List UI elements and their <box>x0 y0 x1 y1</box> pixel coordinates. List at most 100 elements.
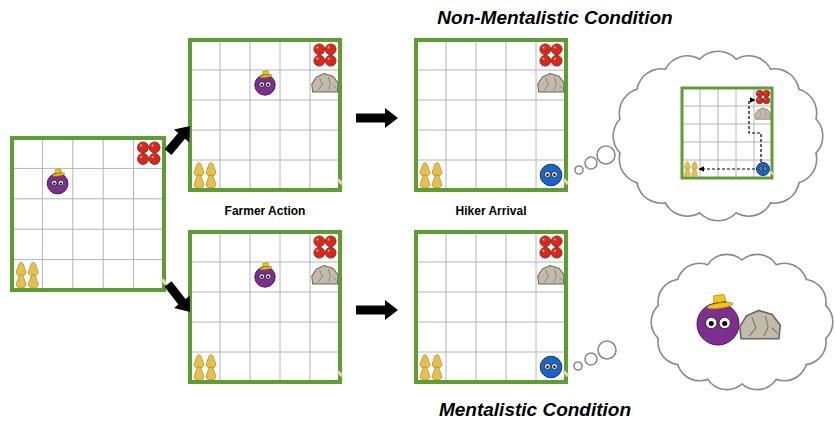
entrance-mark <box>338 180 342 185</box>
grid-line <box>190 322 340 323</box>
rock <box>312 74 338 93</box>
pear <box>432 355 442 368</box>
pear <box>206 355 216 368</box>
entrance-mark <box>564 372 568 377</box>
cloud-outline <box>768 89 816 137</box>
grid-line <box>416 100 566 101</box>
tomato-highlight <box>542 250 544 252</box>
grid-line <box>416 130 566 131</box>
pupil <box>760 168 762 170</box>
hiker-body <box>757 163 770 176</box>
tomato <box>763 97 769 103</box>
condition-heading: Non-Mentalistic Condition <box>437 7 672 29</box>
cloud-fill <box>781 280 825 324</box>
grid-line <box>416 262 566 263</box>
tomato-icon <box>314 236 336 258</box>
grid-border <box>190 40 340 190</box>
pupil <box>709 321 714 326</box>
thought-bubble <box>575 166 583 174</box>
eye <box>58 180 64 186</box>
grid-world-hiker-arrival <box>416 40 568 190</box>
rock-icon <box>740 310 781 338</box>
tomato <box>551 55 562 66</box>
tomato <box>149 154 160 165</box>
planned-path <box>699 168 755 169</box>
tomato <box>540 236 551 247</box>
cloud-outline <box>781 280 825 324</box>
grid-line <box>72 138 73 290</box>
pear-icon <box>194 163 216 188</box>
thought-cloud <box>574 255 832 389</box>
farmer-body <box>47 173 68 194</box>
grid-ground <box>12 138 164 290</box>
eye <box>706 317 717 328</box>
tomato <box>325 55 336 66</box>
grid-line <box>506 232 507 382</box>
eye <box>552 172 558 178</box>
grid-ground <box>416 40 566 190</box>
tomato-highlight <box>765 99 766 100</box>
pear <box>692 169 698 177</box>
tomato <box>325 44 336 55</box>
pear <box>206 367 216 380</box>
grid-line <box>12 198 164 199</box>
grid-line <box>682 160 772 161</box>
grid-line <box>536 232 537 382</box>
grid-ground <box>416 232 566 382</box>
grid-line <box>476 40 477 190</box>
grid-line <box>190 262 340 263</box>
grid-line <box>250 40 251 190</box>
tomato-highlight <box>554 238 556 240</box>
thought-bubble <box>585 157 597 169</box>
pear <box>420 175 430 188</box>
tomato <box>138 142 149 153</box>
eye <box>266 274 272 280</box>
rock-icon <box>312 74 338 93</box>
entrance-mark <box>338 372 342 377</box>
hiker-body <box>540 164 562 186</box>
eye <box>759 167 762 170</box>
tomato <box>314 236 325 247</box>
tomato <box>756 90 762 96</box>
hat-brim <box>707 301 734 310</box>
rock-crease <box>759 110 770 118</box>
pear <box>432 175 442 188</box>
pear <box>194 355 204 368</box>
tomato-highlight <box>140 156 142 158</box>
farmer-hat <box>259 262 272 270</box>
farmer-hat <box>259 70 272 78</box>
pear <box>432 367 442 380</box>
farmer-body <box>697 303 739 345</box>
grid-line <box>446 40 447 190</box>
tomato-highlight <box>554 250 556 252</box>
farmer-body <box>255 267 275 287</box>
block-arrow <box>356 300 398 320</box>
block-arrow <box>164 281 190 312</box>
grid-line <box>12 229 164 230</box>
eye <box>259 274 265 280</box>
grid-ground <box>682 88 772 178</box>
mini-plan-grid <box>682 88 774 178</box>
rock-crease <box>749 316 777 336</box>
pear <box>194 163 204 176</box>
hiker-agent <box>757 163 770 176</box>
pear <box>432 163 442 176</box>
pear-icon <box>420 355 442 380</box>
thought-bubble <box>574 362 582 370</box>
grid-world-farmer-action <box>190 232 342 382</box>
grid-line <box>190 292 340 293</box>
tomato-highlight <box>140 144 142 146</box>
hat-brim <box>260 74 273 78</box>
hiker-agent <box>540 356 562 378</box>
farmer-hat <box>706 293 734 310</box>
tomato-highlight <box>758 92 759 93</box>
grid-line <box>416 322 566 323</box>
panel-caption: Farmer Action <box>225 205 306 219</box>
farmer-agent <box>255 262 275 287</box>
grid-line <box>506 40 507 190</box>
tomato <box>149 142 160 153</box>
grid-line <box>310 40 311 190</box>
tomato-highlight <box>328 58 330 60</box>
grid-line <box>736 88 737 178</box>
pupil <box>553 365 556 368</box>
